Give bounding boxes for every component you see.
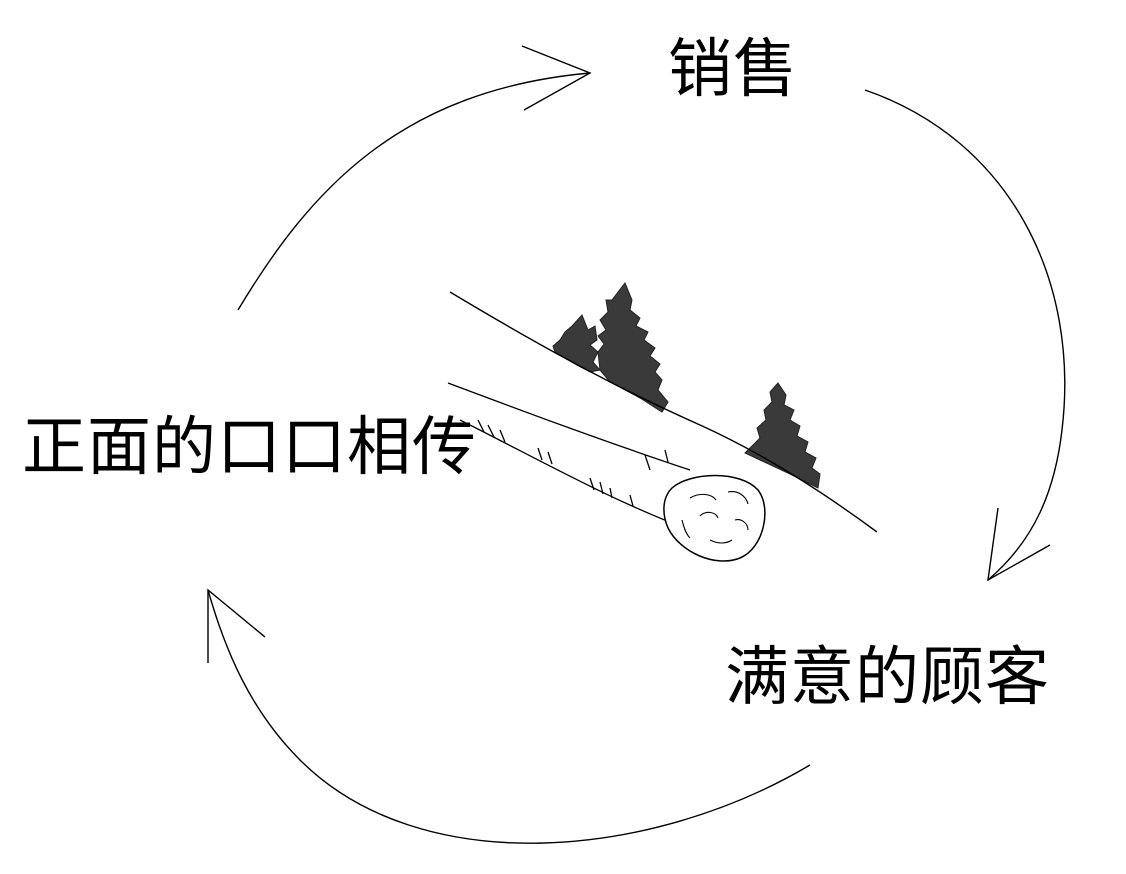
arrow-customer-to-wom [207,588,811,844]
sales-label: 销售 [668,33,798,107]
arrow-wom-to-sales [237,45,592,311]
arrow-sales-to-customer [864,89,1066,582]
snowball-illustration [447,282,878,562]
tree-icon [552,282,821,489]
snowball [663,474,766,562]
word-of-mouth-label: 正面的口口相传 [22,411,477,485]
satisfied-customer-label: 满意的顾客 [725,641,1050,715]
hill-slope [449,291,878,533]
